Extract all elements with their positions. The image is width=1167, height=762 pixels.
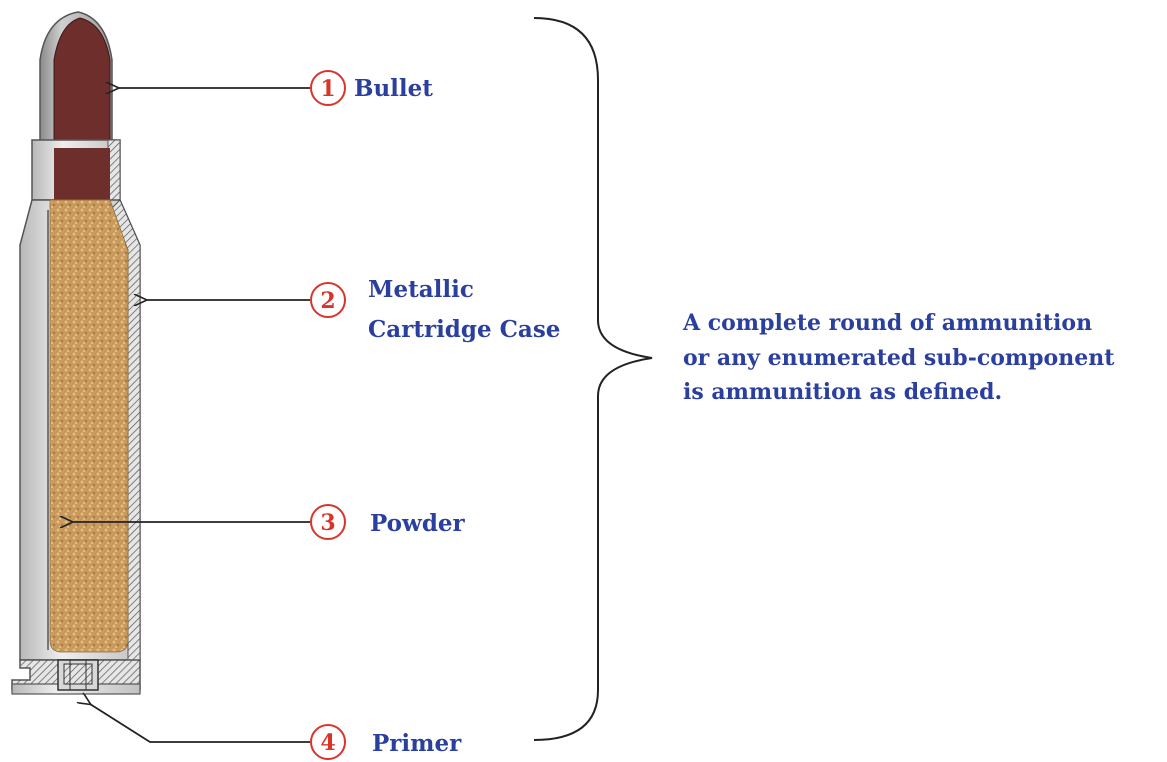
callout-number-2: 2 <box>320 288 335 314</box>
callout-bullet: 1 Bullet <box>310 70 433 106</box>
callout-number-3: 3 <box>320 510 335 536</box>
callout-label-case-line2: Cartridge Case <box>368 316 560 343</box>
callout-number-1: 1 <box>320 76 335 102</box>
callout-circle-3 <box>310 504 346 540</box>
callout-number-4: 4 <box>320 730 335 756</box>
powder-charge <box>49 199 129 653</box>
callout-circle-2 <box>310 282 346 318</box>
cartridge-illustration <box>11 11 141 695</box>
callout-circle-4 <box>310 724 346 760</box>
callout-case: 2 Metallic Cartridge Case <box>310 276 560 343</box>
summary-line-3: is ammunition as defined. <box>683 379 1002 405</box>
curly-brace <box>533 17 653 741</box>
callout-label-case-line1: Metallic <box>368 276 474 303</box>
callout-circle-1 <box>310 70 346 106</box>
callout-label-primer: Primer <box>372 730 462 757</box>
summary-statement: A complete round of ammunition or any en… <box>682 310 1115 405</box>
leader-lines <box>72 88 310 743</box>
callout-primer: 4 Primer <box>310 724 462 760</box>
callout-label-bullet: Bullet <box>354 75 433 102</box>
callout-label-powder: Powder <box>370 510 466 537</box>
summary-line-2: or any enumerated sub-component <box>683 345 1115 371</box>
leader-primer <box>90 704 310 743</box>
summary-line-1: A complete round of ammunition <box>682 310 1092 336</box>
callout-powder: 3 Powder <box>310 504 466 540</box>
